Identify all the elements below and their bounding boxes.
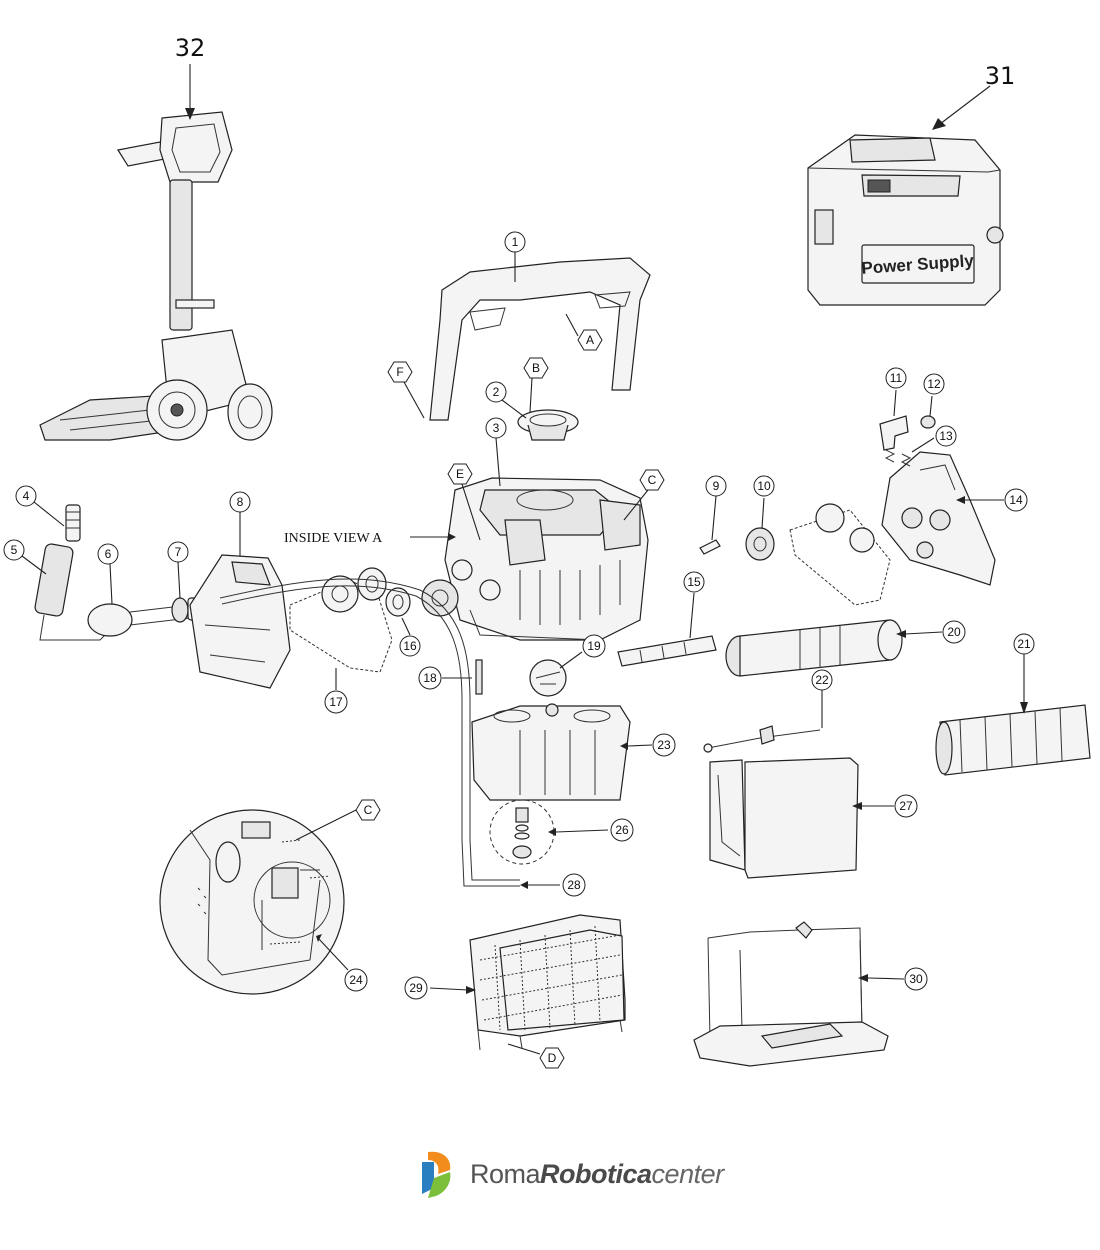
callout-20: 20 — [947, 625, 961, 639]
callout-26: 26 — [615, 823, 629, 837]
callout-28: 28 — [567, 878, 581, 892]
callout-21: 21 — [1017, 637, 1031, 651]
brand-logo-icon — [422, 1151, 451, 1198]
callout-23: 23 — [657, 738, 671, 752]
inside-view-detail — [159, 809, 345, 995]
brand-name: RomaRoboticacenter — [470, 1158, 724, 1189]
callout-31: 31 — [985, 62, 1016, 90]
caddy-cart — [39, 111, 273, 441]
inside-view-label: INSIDE VIEW A — [284, 531, 383, 546]
right-side-panel — [881, 451, 996, 586]
callout-4: 4 — [23, 489, 30, 503]
callout-15: 15 — [687, 575, 701, 589]
callout-11: 11 — [890, 371, 903, 385]
callout-19: 19 — [587, 639, 601, 653]
pin-part — [699, 539, 721, 555]
brand-logo: RomaRoboticacenter — [418, 1148, 724, 1200]
swivel-cable — [34, 504, 219, 641]
callout-10: 10 — [757, 479, 771, 493]
callout-8: 8 — [237, 495, 244, 509]
spring-part — [884, 449, 912, 467]
callout-1: 1 — [512, 235, 519, 249]
handle-bar — [703, 725, 821, 753]
callout-12: 12 — [927, 377, 941, 391]
brush-part — [935, 704, 1091, 776]
track-right — [789, 503, 891, 606]
callout-32: 32 — [175, 34, 206, 62]
callout-9: 9 — [713, 479, 720, 493]
basket-frame — [693, 921, 889, 1067]
callout-13: 13 — [939, 429, 953, 443]
marker-B: B — [532, 361, 540, 375]
clip-part — [475, 659, 483, 695]
drive-gear — [421, 579, 459, 617]
callout-3: 3 — [493, 421, 500, 435]
impeller-part — [517, 409, 579, 441]
marker-C-detail: C — [364, 803, 373, 817]
callout-17: 17 — [329, 695, 343, 709]
filter-housing — [471, 703, 631, 801]
callout-2: 2 — [493, 385, 500, 399]
track-left — [289, 575, 393, 673]
handle-part — [429, 257, 651, 421]
marker-A: A — [586, 333, 594, 347]
basket-filter — [469, 914, 626, 1051]
latch-part — [879, 415, 909, 451]
marker-E: E — [456, 467, 464, 481]
bushings — [357, 567, 411, 617]
callout-6: 6 — [105, 547, 112, 561]
flap-part — [617, 635, 717, 667]
small-gear — [745, 527, 775, 561]
filter-bag — [709, 757, 859, 879]
float-part — [529, 659, 567, 697]
callout-22: 22 — [815, 673, 829, 687]
marker-C: C — [648, 473, 657, 487]
cable-wire — [219, 578, 520, 881]
callout-5: 5 — [11, 543, 18, 557]
brush-roller — [725, 619, 903, 677]
motor-body — [444, 477, 649, 641]
callout-30: 30 — [909, 972, 923, 986]
power-supply-unit — [807, 134, 1004, 306]
callout-18: 18 — [423, 671, 437, 685]
marker-F: F — [396, 365, 403, 379]
callout-27: 27 — [899, 799, 913, 813]
callout-16: 16 — [403, 639, 417, 653]
marker-D: D — [548, 1051, 557, 1065]
leader-31 — [939, 85, 991, 125]
callout-7: 7 — [175, 545, 182, 559]
callout-29: 29 — [409, 981, 423, 995]
callout-24: 24 — [349, 973, 363, 987]
callout-14: 14 — [1009, 493, 1023, 507]
side-panel — [189, 554, 291, 689]
valve-detail — [489, 799, 555, 865]
screw-part — [920, 415, 936, 429]
